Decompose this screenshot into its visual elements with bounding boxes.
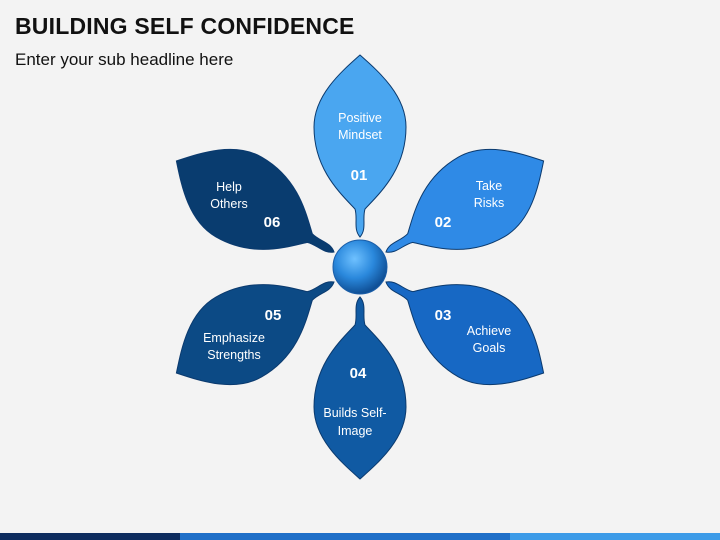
petal-04: Builds Self- Image 04 — [313, 296, 407, 480]
petal-number: 01 — [351, 167, 368, 184]
petal-shape — [175, 281, 335, 386]
petal-shape — [313, 54, 407, 238]
petal-number: 03 — [435, 307, 452, 324]
petal-label-line2: Others — [210, 197, 248, 211]
page-title: BUILDING SELF CONFIDENCE — [15, 13, 355, 39]
petal-label-line2: Mindset — [338, 128, 382, 142]
petal-number: 06 — [264, 214, 281, 231]
petal-label-line2: Image — [338, 424, 373, 438]
footer-bar-segment-mid — [180, 533, 510, 540]
footer-bar-segment-dark — [0, 533, 180, 540]
petal-shape — [175, 148, 335, 253]
petal-number: 02 — [435, 214, 452, 231]
petal-label-line1: Builds Self- — [323, 406, 386, 420]
petal-label-line1: Emphasize — [203, 331, 265, 345]
petal-label-line1: Positive — [338, 111, 382, 125]
footer-bar-segment-light — [510, 533, 720, 540]
petal-shape — [313, 296, 407, 480]
petal-label-line1: Achieve — [467, 324, 512, 338]
petal-label-line2: Goals — [473, 341, 506, 355]
petal-label-line2: Strengths — [207, 348, 261, 362]
petal-number: 04 — [350, 365, 367, 382]
petal-label-line1: Take — [476, 179, 502, 193]
footer-color-bar — [0, 533, 720, 540]
petal-shape — [385, 281, 545, 386]
petal-number: 05 — [265, 307, 282, 324]
petal-shape — [385, 148, 545, 253]
page-subtitle: Enter your sub headline here — [15, 50, 234, 69]
center-circle — [332, 239, 388, 295]
petal-label-line2: Risks — [474, 196, 505, 210]
petal-label-line1: Help — [216, 180, 242, 194]
